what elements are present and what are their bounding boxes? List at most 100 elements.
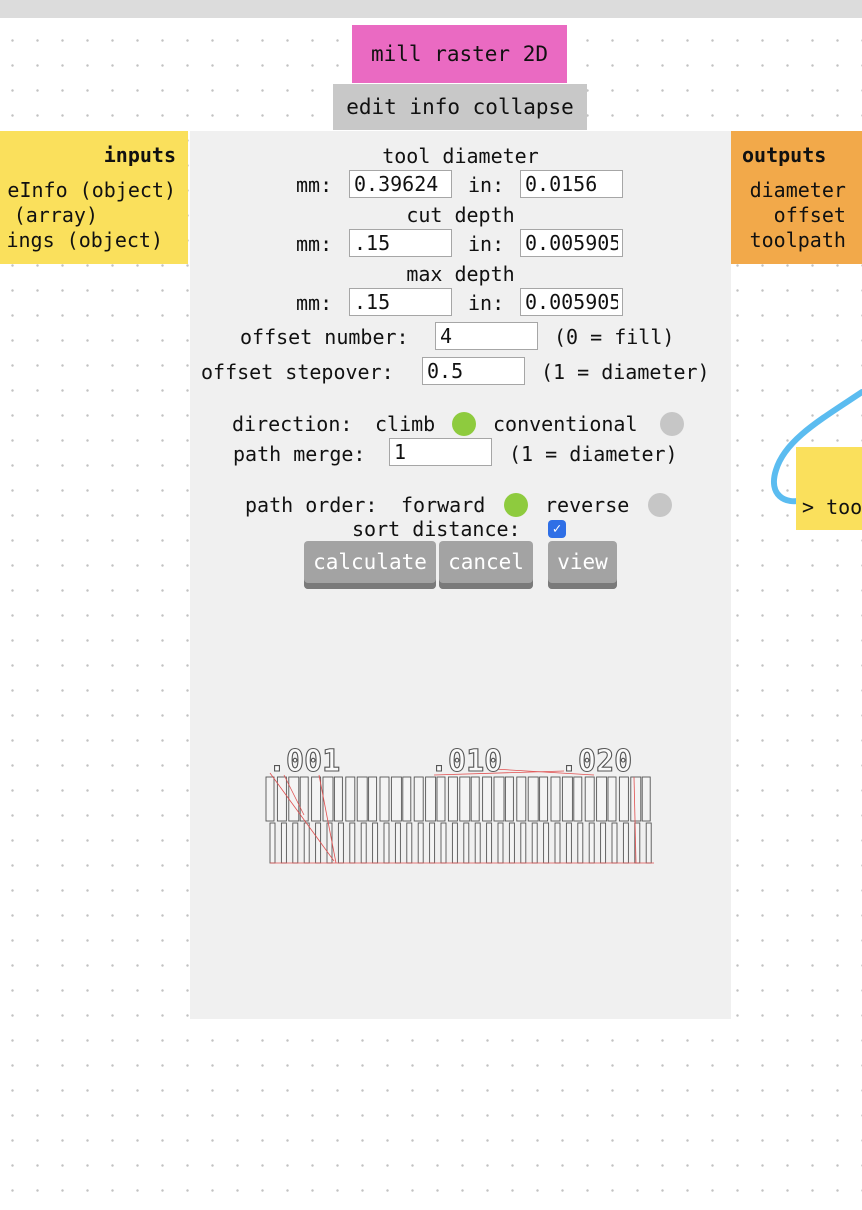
path-order-forward-radio[interactable] [504,493,528,517]
comb-tooth-lower [451,822,458,864]
offset-number-label: offset number: [240,325,409,349]
comb-tooth-lower [406,822,413,864]
outputs-panel: outputs diameter ( offset ( toolpath ( [731,131,862,264]
tool-diameter-mm-input[interactable] [349,170,452,198]
tool-diameter-in-input[interactable] [520,170,623,198]
inputs-header: inputs [103,143,176,167]
comb-tooth-upper [482,776,493,822]
comb-tooth-lower [486,822,493,864]
comb-tooth-lower [645,822,652,864]
toolpath-node[interactable]: > too [796,447,862,530]
toolpath-segment [318,774,337,864]
top-toolbar [0,0,862,18]
output-port-toolpath[interactable]: toolpath ( [749,228,862,252]
input-port-path[interactable]: (array) [13,203,98,227]
calculate-button[interactable]: calculate [304,541,436,589]
comb-tooth-upper [607,776,617,822]
comb-tooth-upper [539,776,549,822]
output-port-diameter[interactable]: diameter ( [749,178,862,202]
comb-tooth-upper [573,776,583,822]
comb-tooth-upper [345,776,356,822]
outputs-header: outputs [742,143,827,167]
cut-depth-in-input[interactable] [520,229,623,257]
input-port-settings[interactable]: ings (object) [6,228,163,252]
max-depth-mm-input[interactable] [349,288,452,316]
direction-conventional-radio[interactable] [660,412,684,436]
comb-tooth-upper [493,776,505,822]
comb-tooth-lower [474,822,481,864]
direction-conventional-label: conventional [493,412,638,436]
collapse-menu[interactable]: collapse [472,95,574,119]
comb-tooth-lower [531,822,538,864]
tool-diameter-mm-label: mm: [296,173,333,197]
offset-stepover-label: offset stepover: [201,360,394,384]
comb-tooth-lower [611,822,618,864]
preview-toolpath [269,768,654,864]
comb-tooth-lower [337,822,344,864]
comb-tooth-upper [504,776,514,822]
max-depth-in-label: in: [468,291,505,315]
comb-tooth-upper [459,776,471,822]
comb-tooth-upper [550,776,561,822]
cut-depth-label: cut depth [406,203,515,227]
preview-label-020: .020 [560,744,632,779]
direction-label: direction: [232,412,353,436]
comb-tooth-lower [349,822,356,864]
path-merge-label: path merge: [233,442,366,466]
toolpath-segment [269,772,335,862]
offset-number-input[interactable] [435,322,538,350]
comb-tooth-upper [425,776,437,822]
comb-tooth-lower [417,822,424,864]
node-menu-bar: edit info collapse [333,84,587,130]
max-depth-in-input[interactable] [520,288,623,316]
comb-tooth-lower [394,822,401,864]
output-port-offset[interactable]: offset ( [773,203,862,227]
comb-tooth-upper [561,776,573,822]
comb-tooth-upper [379,776,390,822]
comb-tooth-lower [577,822,584,864]
comb-tooth-lower [588,822,595,864]
comb-tooth-upper [265,776,275,822]
info-menu[interactable]: info [409,95,460,119]
path-merge-input[interactable] [389,438,492,466]
cancel-button[interactable]: cancel [439,541,533,589]
offset-stepover-hint: (1 = diameter) [541,360,710,384]
offset-stepover-input[interactable] [422,357,525,385]
preview-comb [265,776,652,864]
view-button[interactable]: view [548,541,617,589]
comb-tooth-lower [622,822,629,864]
sort-distance-label: sort distance: [352,517,521,541]
preview-labels: .001 .010 .020 [267,743,632,779]
comb-tooth-lower [372,822,379,864]
comb-tooth-lower [497,822,504,864]
comb-tooth-upper [402,776,412,822]
comb-tooth-upper [618,776,629,822]
cut-depth-mm-input[interactable] [349,229,452,257]
comb-tooth-lower [463,822,470,864]
direction-climb-radio[interactable] [452,412,476,436]
cut-depth-in-label: in: [468,232,505,256]
direction-climb-label: climb [375,412,436,436]
comb-tooth-lower [554,822,561,864]
comb-tooth-upper [447,776,458,822]
preview-label-001: .001 [268,744,340,779]
max-depth-mm-label: mm: [296,291,333,315]
edit-menu[interactable]: edit [346,95,397,119]
max-depth-label: max depth [406,262,515,286]
comb-tooth-lower [440,822,447,864]
inputs-panel: inputs eInfo (object) (array) ings (obje… [0,131,188,264]
sort-distance-checkbox[interactable]: ✓ [548,520,566,538]
path-order-reverse-label: reverse [545,493,630,517]
comb-tooth-lower [315,822,322,864]
input-port-imageinfo[interactable]: eInfo (object) [7,178,176,202]
comb-tooth-upper [516,776,527,822]
comb-tooth-upper [311,776,322,822]
comb-tooth-upper [584,776,595,822]
comb-tooth-upper [470,776,480,822]
comb-tooth-lower [292,822,299,864]
node-title[interactable]: mill raster 2D [352,25,567,83]
comb-tooth-upper [276,776,287,822]
comb-tooth-upper [413,776,424,822]
path-order-reverse-radio[interactable] [648,493,672,517]
toolpath-segment [633,776,637,864]
